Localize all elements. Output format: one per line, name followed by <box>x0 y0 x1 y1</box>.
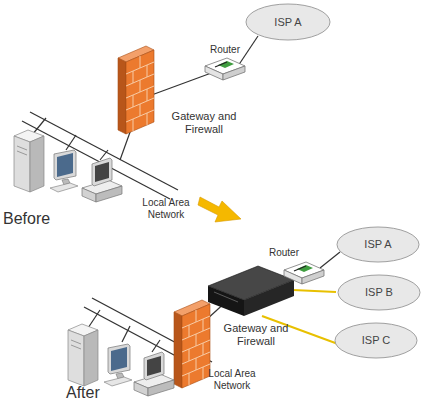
desktop-icon <box>82 158 122 202</box>
section-title: Before <box>3 210 73 228</box>
transition-arrow <box>198 197 241 222</box>
firewall-icon <box>118 46 154 134</box>
isp-cloud: ISP A <box>245 3 331 41</box>
isp-name: ISP A <box>274 16 301 29</box>
component-label: Local Area Network <box>202 368 262 391</box>
server-icon <box>14 130 44 192</box>
isp-name: ISP B <box>365 286 393 299</box>
isp-cloud: ISP B <box>337 274 421 311</box>
component-label: Gateway and Firewall <box>220 322 292 347</box>
component-label: Local Area Network <box>136 197 196 220</box>
ellipse-shape <box>246 4 330 40</box>
router-icon <box>205 58 245 80</box>
firewall-icon <box>174 300 210 388</box>
component-label: Router <box>262 247 306 259</box>
server-icon <box>68 324 98 386</box>
section-title: After <box>66 384 126 402</box>
router-icon <box>284 262 324 284</box>
desktop-icon <box>134 352 174 396</box>
workstation-icon <box>50 150 78 192</box>
isp-name: ISP C <box>362 334 391 347</box>
ellipse-shape <box>338 275 420 310</box>
load-balancer-icon <box>208 266 294 316</box>
isp-cloud: ISP A <box>336 226 420 263</box>
workstation-icon <box>104 344 132 386</box>
ellipse-shape <box>337 227 419 262</box>
component-label: Gateway and Firewall <box>168 110 240 135</box>
ellipse-shape <box>335 323 417 358</box>
component-label: Router <box>203 44 247 56</box>
before-wiring <box>22 36 258 199</box>
isp-name: ISP A <box>364 238 391 251</box>
isp-cloud: ISP C <box>334 322 418 359</box>
